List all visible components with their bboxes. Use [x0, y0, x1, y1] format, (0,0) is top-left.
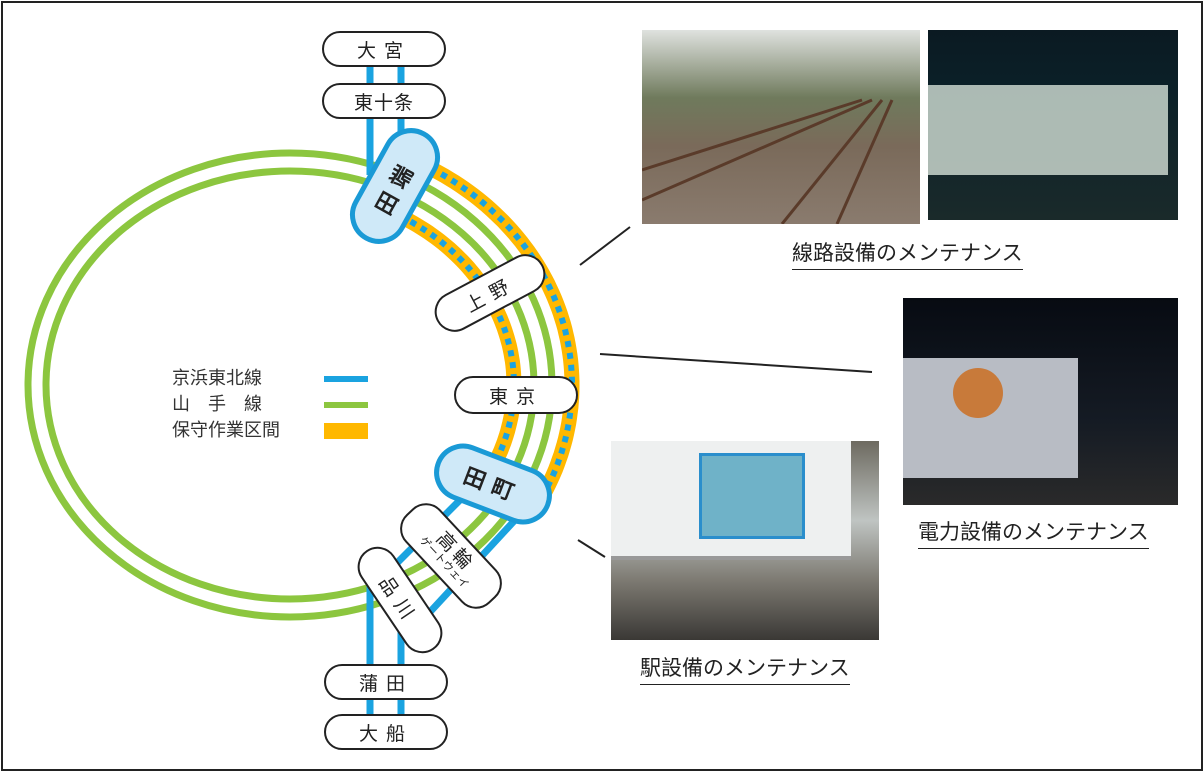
connector-track [579, 226, 631, 266]
station-kamata: 蒲田 [324, 664, 448, 700]
connector-station [577, 539, 606, 558]
caption-power-maintenance: 電力設備のメンテナンス [918, 516, 1149, 549]
machine-shape [928, 85, 1168, 175]
photo-power-maintenance [903, 298, 1178, 505]
photo-track-night [928, 30, 1178, 220]
station-ofuna: 大船 [324, 714, 448, 750]
legend-swatch-orange [324, 423, 368, 439]
legend-maintenance-section: 保守作業区間 [172, 418, 368, 444]
legend-swatch-blue [324, 376, 368, 382]
station-higashi-jujo: 東十条 [322, 83, 446, 119]
photo-track-daytime [642, 30, 920, 224]
door-window [699, 453, 805, 539]
caption-track-maintenance: 線路設備のメンテナンス [792, 237, 1023, 270]
connector-power [599, 353, 873, 373]
legend: 京浜東北線 山 手 線 保守作業区間 [172, 366, 368, 444]
station-tokyo: 東京 [454, 376, 578, 414]
keihin-tohoku-line-outer [385, 147, 575, 500]
legend-label: 保守作業区間 [172, 420, 280, 441]
keihin-tohoku-line-inner [365, 199, 517, 475]
station-omiya: 大宮 [322, 31, 446, 67]
photo-station-maintenance [611, 441, 879, 640]
legend-keihin-tohoku: 京浜東北線 [172, 366, 368, 392]
legend-label: 京浜東北線 [172, 368, 262, 389]
legend-swatch-green [324, 402, 368, 408]
cable-drum [953, 368, 1003, 418]
legend-yamanote: 山 手 線 [172, 392, 368, 418]
legend-label: 山 手 線 [172, 394, 262, 415]
caption-station-maintenance: 駅設備のメンテナンス [640, 652, 850, 685]
